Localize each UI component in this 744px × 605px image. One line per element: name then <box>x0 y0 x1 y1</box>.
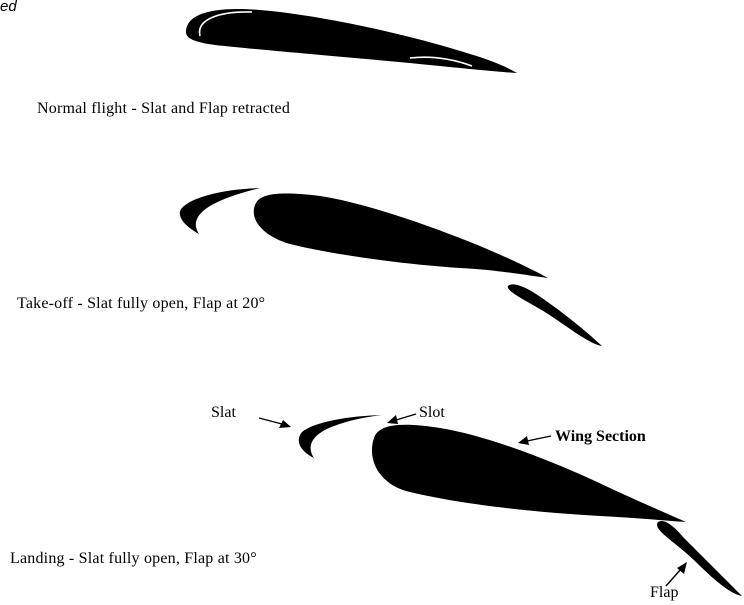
slat-arrow <box>258 417 291 428</box>
flap-label: Flap <box>650 584 679 601</box>
landing-slat <box>298 415 382 458</box>
flap-arrow <box>665 562 687 587</box>
landing-flap <box>657 520 742 596</box>
normal-flight-caption: Normal flight - Slat and Flap retracted <box>37 100 291 117</box>
normal-slat-seam <box>198 11 253 37</box>
takeoff-wing-section <box>253 193 548 278</box>
wing-section-label: Wing Section <box>555 428 646 445</box>
normal-wing-section <box>186 8 517 74</box>
normal-flap-seam <box>409 56 473 67</box>
takeoff-airfoil <box>179 188 602 346</box>
wing-section-arrow <box>518 435 552 445</box>
landing-airfoil <box>258 413 742 596</box>
cropped-title-fragment: ed <box>0 0 17 15</box>
takeoff-slat <box>179 188 260 234</box>
slat-label: Slat <box>211 404 236 421</box>
callout-arrows <box>258 413 687 587</box>
takeoff-flap <box>507 284 602 346</box>
slot-label: Slot <box>419 404 445 421</box>
normal-flight-airfoil <box>186 8 517 74</box>
landing-wing-section <box>371 424 686 522</box>
slot-arrow <box>387 413 417 424</box>
landing-caption: Landing - Slat fully open, Flap at 30° <box>10 550 257 567</box>
takeoff-caption: Take-off - Slat fully open, Flap at 20° <box>17 295 266 312</box>
